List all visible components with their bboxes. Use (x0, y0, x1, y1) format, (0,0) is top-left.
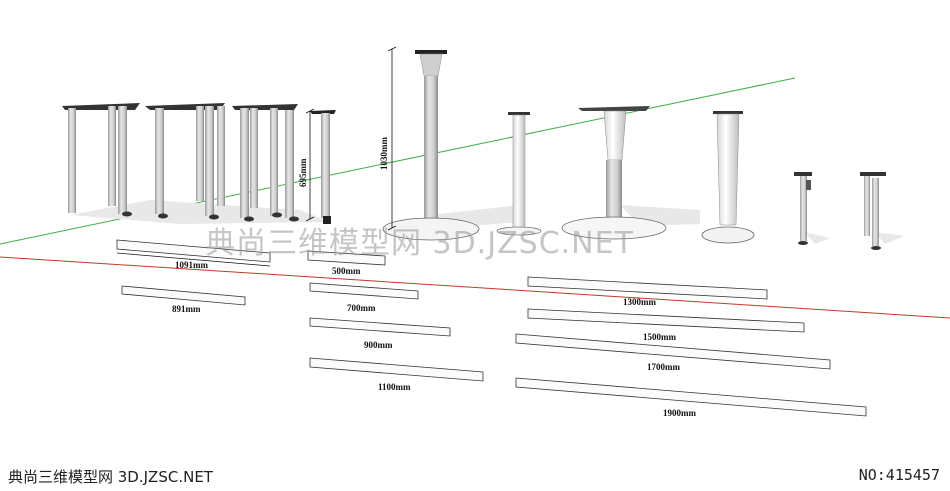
beam-label: 891mm (172, 304, 201, 314)
beam-label: 500mm (332, 266, 361, 276)
beam-900: 900mm (309, 317, 451, 350)
small-leg-brackets (794, 172, 886, 250)
beam-label: 1091mm (175, 260, 208, 270)
beam-label: 700mm (347, 303, 376, 313)
beam-label: 900mm (364, 340, 393, 350)
footer-bar (0, 460, 950, 491)
footer-site-watermark: 典尚三维模型网 3D.JZSC.NET (8, 468, 213, 486)
beam-label: 1300mm (623, 297, 656, 307)
beam-1500: 1500mm (527, 308, 805, 342)
beam-500: 500mm (307, 250, 386, 276)
beam-label: 1900mm (663, 408, 696, 418)
beam-1100: 1100mm (309, 357, 484, 392)
slim-column (496, 112, 542, 236)
beam-label: 1100mm (378, 382, 411, 392)
center-watermark: 典尚三维模型网 3D.JZSC.NET (205, 226, 634, 261)
beam-label: 1500mm (643, 332, 676, 342)
beam-1300: 1300mm (527, 276, 768, 307)
beam-1700: 1700mm (515, 333, 831, 372)
beam-700: 700mm (309, 282, 419, 313)
height-1030-label: 1030mm (379, 137, 389, 170)
round-base-column (701, 111, 755, 244)
beam-891: 891mm (121, 285, 246, 314)
height-695-label: 695mm (298, 158, 308, 187)
table-frame-group: 695mm (62, 103, 336, 224)
beam-1900: 1900mm (515, 377, 867, 418)
footer-model-id: NO:415457 (858, 466, 940, 484)
wide-column (561, 106, 667, 240)
red-axis (0, 256, 950, 319)
beam-label: 1700mm (647, 362, 680, 372)
tall-column: 1030mm (379, 46, 480, 241)
beam-1091: 1091mm (116, 239, 271, 270)
beams: 1091mm 891mm 500mm 700mm 900mm 1100mm (116, 239, 867, 418)
